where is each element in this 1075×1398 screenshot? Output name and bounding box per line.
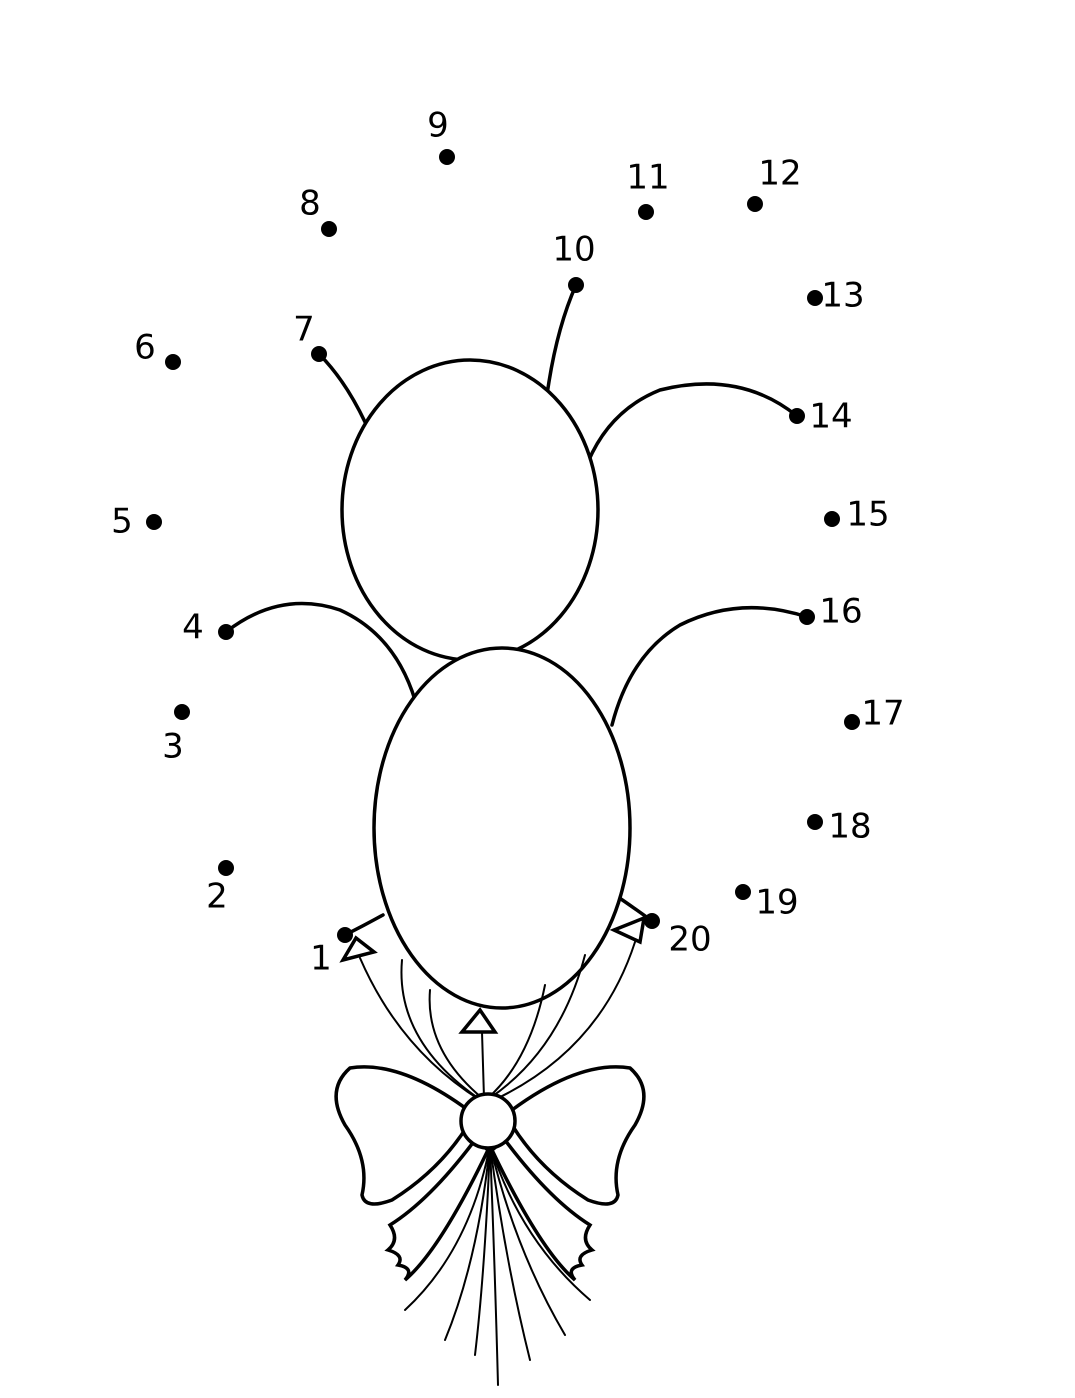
bow-left-loop — [334, 1065, 470, 1206]
dot-label: 2 — [206, 877, 228, 917]
balloon-string-10 — [545, 283, 578, 397]
dot-11: 11 — [626, 158, 670, 220]
dot-marker — [644, 913, 660, 929]
dot-15: 15 — [824, 495, 890, 535]
dot-3: 3 — [162, 704, 190, 767]
dot-label: 3 — [162, 727, 184, 767]
dot-marker — [807, 814, 823, 830]
dot-marker — [439, 149, 455, 165]
dot-label: 7 — [293, 310, 315, 350]
dot-17: 17 — [844, 694, 905, 734]
dot-label: 15 — [846, 495, 889, 535]
balloon-drawing — [224, 283, 809, 1386]
dot-marker — [735, 884, 751, 900]
dot-label: 1 — [310, 939, 332, 979]
dot-label: 9 — [427, 106, 449, 146]
dot-marker — [321, 221, 337, 237]
dot-12: 12 — [747, 154, 802, 212]
dot-label: 12 — [758, 154, 801, 194]
dot-4: 4 — [182, 608, 234, 648]
dot-label: 17 — [861, 694, 904, 734]
balloon-string-16 — [610, 605, 809, 727]
top-balloon — [340, 358, 600, 662]
dot-10: 10 — [552, 230, 596, 293]
dot-label: 4 — [182, 608, 204, 648]
balloon-knot — [609, 915, 647, 945]
bow-right-tail — [489, 1137, 596, 1282]
dot-label: 10 — [552, 230, 595, 270]
bottom-balloon — [372, 646, 632, 1010]
dot-marker — [638, 204, 654, 220]
dot-marker — [311, 346, 327, 362]
bow-left-tail — [384, 1137, 491, 1282]
dot-marker — [789, 408, 805, 424]
dots: 1 2 3 4 5 6 7 8 9 10 11 12 13 14 15 16 1… — [111, 106, 904, 979]
dot-13: 13 — [807, 276, 865, 316]
dot-label: 19 — [755, 883, 798, 923]
bow-right-loop — [510, 1065, 646, 1206]
dot-20: 20 — [644, 913, 712, 960]
dot-5: 5 — [111, 502, 162, 542]
dot-label: 8 — [299, 184, 321, 224]
dot-marker — [146, 514, 162, 530]
dot-marker — [218, 624, 234, 640]
dot-marker — [337, 927, 353, 943]
dot-label: 13 — [821, 276, 864, 316]
dot-9: 9 — [427, 106, 455, 165]
dot-label: 14 — [809, 397, 852, 437]
dot-marker — [218, 860, 234, 876]
dot-marker — [568, 277, 584, 293]
dot-label: 18 — [828, 807, 871, 847]
dot-marker — [844, 714, 860, 730]
dot-2: 2 — [206, 860, 234, 917]
dot-label: 11 — [626, 158, 669, 198]
dot-18: 18 — [807, 807, 872, 847]
dot-6: 6 — [134, 328, 181, 370]
dot-marker — [807, 290, 823, 306]
dot-1: 1 — [310, 927, 353, 979]
balloon-string-7 — [317, 352, 367, 424]
dot-marker — [747, 196, 763, 212]
dot-label: 6 — [134, 328, 156, 368]
dot-7: 7 — [293, 310, 327, 362]
balloon-knot — [339, 935, 378, 963]
dot-marker — [174, 704, 190, 720]
balloon-string-4 — [224, 601, 417, 702]
dot-label: 16 — [819, 592, 862, 632]
dot-marker — [824, 511, 840, 527]
dot-marker — [799, 609, 815, 625]
bow-knot — [459, 1092, 517, 1150]
dot-marker — [165, 354, 181, 370]
dot-label: 20 — [668, 920, 711, 960]
dot-8: 8 — [299, 184, 337, 237]
ribbon-strings — [359, 941, 636, 1386]
dot-16: 16 — [799, 592, 863, 632]
dot-label: 5 — [111, 502, 133, 542]
balloon-knot — [458, 1007, 499, 1034]
dot-14: 14 — [789, 397, 853, 437]
balloon-string-14 — [586, 382, 799, 464]
dot-19: 19 — [735, 883, 799, 923]
